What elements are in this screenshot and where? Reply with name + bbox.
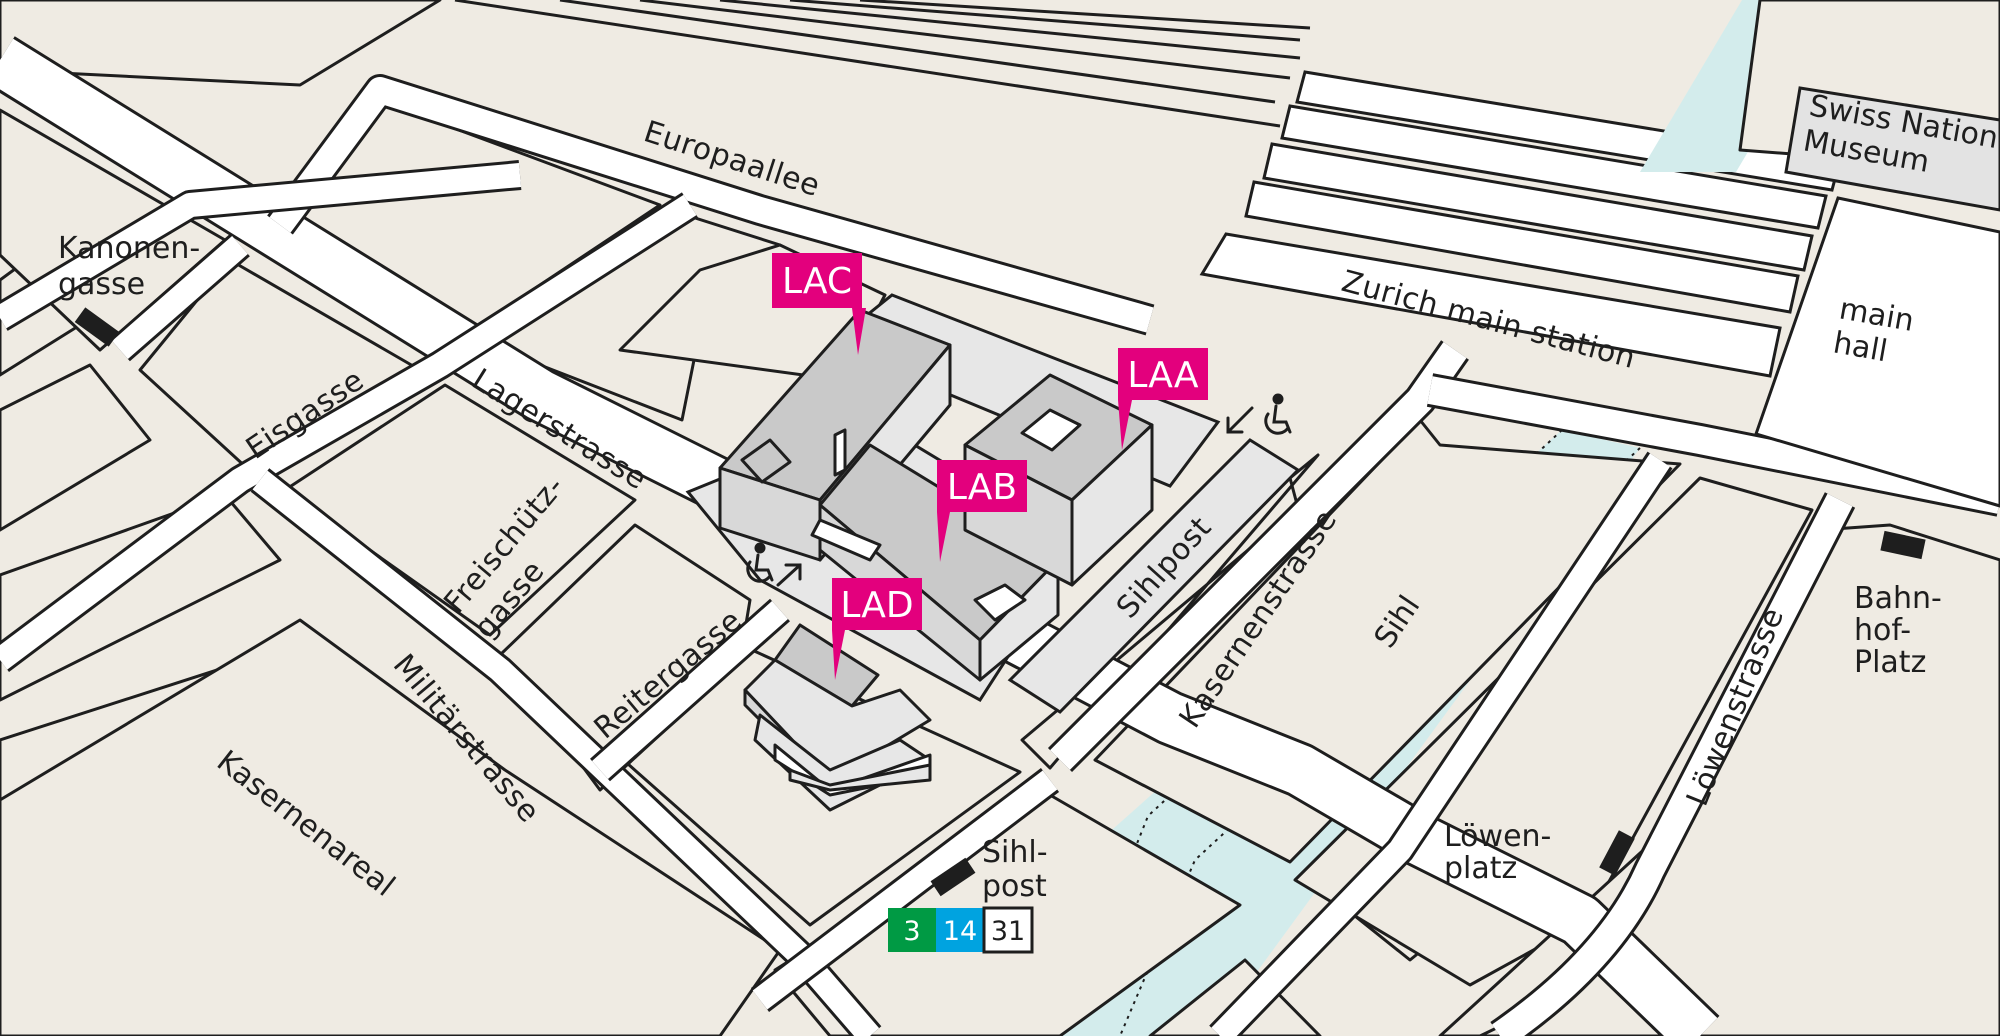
tag-lab: LAB: [937, 460, 1027, 562]
tram-line-3-label: 3: [903, 916, 920, 947]
tram-line-31-badge: [982, 906, 1034, 954]
tram-stop-icon-bahnhofplatz: [1880, 530, 1926, 560]
arrow-icon-lagerstrasse: [776, 563, 802, 587]
tag-lac: LAC: [772, 253, 866, 355]
building-lad: [743, 623, 932, 812]
tram-stop-icon-sihlpost: [930, 857, 976, 897]
label-kanonengasse-1: Kanonen-: [58, 231, 200, 266]
label-sihlpost-stop-1: Sihl-: [982, 835, 1048, 870]
swiss-national-museum-building: [1784, 86, 2000, 212]
wheelchair-icon-laa: [1264, 393, 1292, 435]
label-bahnhofplatz-2: hof-: [1854, 613, 1911, 648]
tag-lac-label: LAC: [782, 261, 852, 302]
tag-laa: LAA: [1118, 348, 1208, 450]
tag-laa-label: LAA: [1127, 355, 1199, 396]
label-loewenplatz-1: Löwen-: [1444, 819, 1551, 854]
tram-line-3-badge: [888, 908, 936, 952]
tram-stop-icon-loewenstrasse: [1599, 830, 1635, 876]
tram-line-31-label: 31: [991, 916, 1025, 947]
label-bahnhofplatz-3: Platz: [1854, 645, 1926, 680]
main-hall-building: [1754, 196, 2000, 508]
tram-stop-icon-kanonengasse: [74, 307, 120, 347]
tag-lad: LAD: [832, 578, 922, 680]
sihlpost-building: [1007, 438, 1301, 714]
label-sihlpost-stop-2: post: [982, 869, 1047, 904]
tram-line-14-label: 14: [943, 916, 977, 947]
arrow-icon-laa: [1226, 406, 1254, 434]
roads: [0, 36, 2000, 1036]
tram-line-badges: 3 14 31: [888, 906, 1034, 954]
railway-tracks: [454, 0, 1311, 128]
tag-lad-label: LAD: [840, 585, 913, 626]
label-bahnhofplatz-1: Bahn-: [1854, 581, 1942, 616]
tram-line-14-badge: [936, 908, 984, 952]
wheelchair-icon-lagerstrasse: [746, 542, 774, 583]
label-loewenplatz-2: platz: [1444, 851, 1517, 886]
tag-lab-label: LAB: [947, 467, 1017, 508]
label-kanonengasse-2: gasse: [58, 267, 145, 302]
